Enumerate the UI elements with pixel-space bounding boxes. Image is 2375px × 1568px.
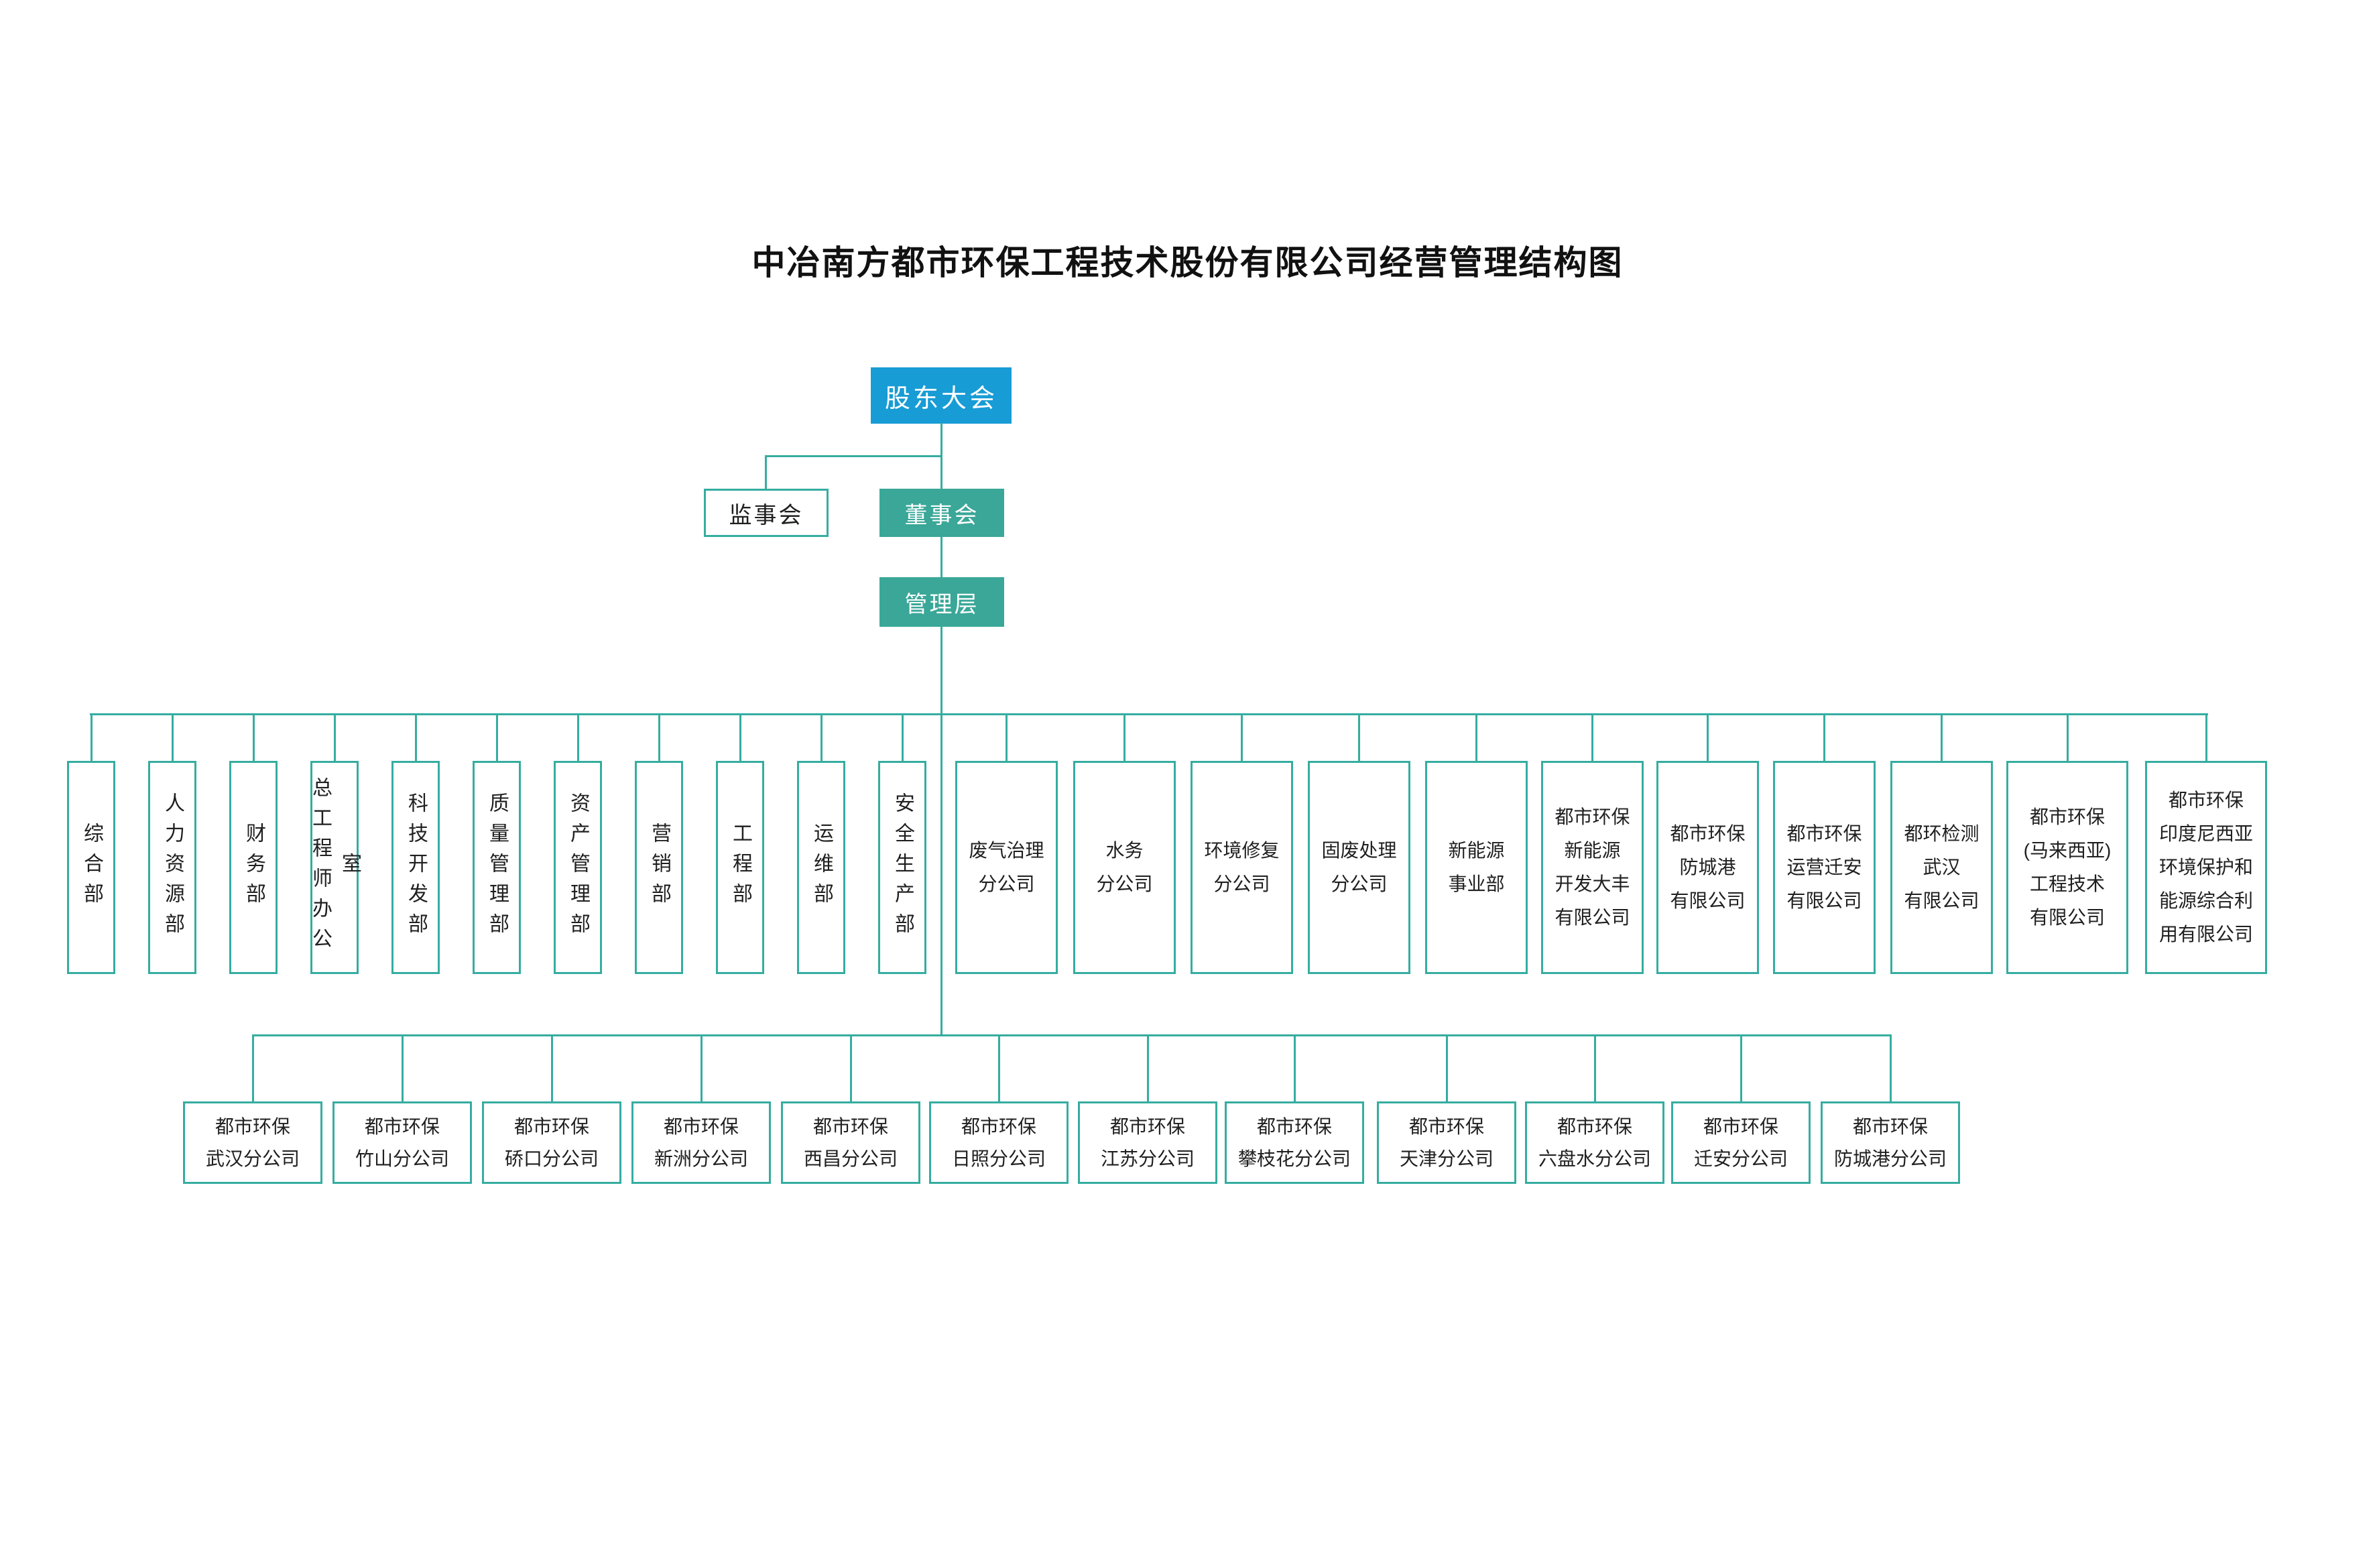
connector-line	[1294, 1034, 1296, 1101]
division-box-dafeng: 都市环保 新能源 开发大丰 有限公司	[1541, 761, 1644, 974]
division-box-new-energy: 新能源 事业部	[1425, 761, 1528, 974]
branch-box-rizhao: 都市环保 日照分公司	[929, 1101, 1069, 1184]
connector-line	[1591, 713, 1593, 761]
box-supervisory-board: 监事会	[704, 489, 829, 537]
division-box-fangchenggang: 都市环保 防城港 有限公司	[1656, 761, 1759, 974]
branch-box-qiaokou: 都市环保 硚口分公司	[482, 1101, 621, 1184]
division-box-duhuan-testing: 都环检测 武汉 有限公司	[1890, 761, 1993, 974]
dept-box-safety-production: 安全生产部	[878, 761, 926, 974]
branch-box-qianan: 都市环保 迁安分公司	[1671, 1101, 1811, 1184]
connector-line	[252, 1034, 254, 1101]
connector-line	[1475, 713, 1477, 761]
connector-line	[765, 455, 767, 489]
dept-box-finance: 财务部	[229, 761, 278, 974]
dept-box-human-resources: 人力资源部	[148, 761, 196, 974]
division-box-solid-waste: 固废处理 分公司	[1308, 761, 1410, 974]
connector-line	[940, 537, 942, 577]
connector-line	[1123, 713, 1125, 761]
connector-line	[1241, 713, 1243, 761]
connector-line	[701, 1034, 703, 1101]
connector-line	[551, 1034, 553, 1101]
connector-line	[1890, 1034, 1892, 1101]
dept-box-quality-management: 质量管理部	[473, 761, 521, 974]
connector-line	[820, 713, 823, 761]
connector-line	[1707, 713, 1709, 761]
connector-line	[90, 713, 2208, 715]
dept-box-tech-development: 科技开发部	[391, 761, 440, 974]
branch-box-fangchenggang: 都市环保 防城港分公司	[1821, 1101, 1960, 1184]
connector-line	[172, 713, 174, 761]
branch-box-wuhan: 都市环保 武汉分公司	[183, 1101, 322, 1184]
connector-line	[402, 1034, 404, 1101]
dept-box-marketing: 营销部	[635, 761, 683, 974]
connector-line	[1006, 713, 1008, 761]
connector-line	[1147, 1034, 1149, 1101]
connector-line	[1358, 713, 1360, 761]
page-title: 中冶南方都市环保工程技术股份有限公司经营管理结构图	[751, 244, 1624, 282]
branch-box-tianjin: 都市环保 天津分公司	[1377, 1101, 1516, 1184]
connector-line	[334, 713, 336, 761]
branch-box-jiangsu: 都市环保 江苏分公司	[1078, 1101, 1217, 1184]
connector-line	[902, 713, 904, 761]
connector-line	[2205, 713, 2207, 761]
division-box-qianan-operation: 都市环保 运营迁安 有限公司	[1773, 761, 1876, 974]
connector-line	[496, 713, 498, 761]
branch-box-xinzhou: 都市环保 新洲分公司	[631, 1101, 771, 1184]
connector-line	[253, 713, 255, 761]
branch-box-panzhihua: 都市环保 攀枝花分公司	[1225, 1101, 1364, 1184]
dept-box-operations-maintenance: 运维部	[797, 761, 845, 974]
division-box-indonesia: 都市环保 印度尼西亚 环境保护和 能源综合利 用有限公司	[2145, 761, 2267, 974]
connector-line	[252, 1034, 1892, 1036]
connector-line	[998, 1034, 1000, 1101]
connector-line	[2067, 713, 2069, 761]
connector-line	[739, 713, 741, 761]
dept-box-general: 综合部	[67, 761, 115, 974]
connector-line	[577, 713, 579, 761]
connector-line	[1823, 713, 1825, 761]
box-shareholders-meeting: 股东大会	[871, 367, 1012, 424]
connector-line	[850, 1034, 852, 1101]
connector-line	[940, 713, 942, 1036]
connector-line	[1446, 1034, 1448, 1101]
connector-line	[940, 626, 942, 715]
connector-line	[658, 713, 660, 761]
connector-line	[415, 713, 417, 761]
branch-box-liupanshui: 都市环保 六盘水分公司	[1525, 1101, 1664, 1184]
dept-box-chief-engineer-office: 总工程师办公室	[309, 761, 361, 974]
connector-line	[90, 713, 93, 761]
division-box-malaysia: 都市环保 (马来西亚) 工程技术 有限公司	[2006, 761, 2128, 974]
box-management-layer: 管理层	[879, 577, 1004, 627]
division-box-water: 水务 分公司	[1073, 761, 1176, 974]
branch-box-zhushan: 都市环保 竹山分公司	[332, 1101, 472, 1184]
branch-box-xichang: 都市环保 西昌分公司	[781, 1101, 920, 1184]
connector-line	[1740, 1034, 1742, 1101]
division-box-env-remediation: 环境修复 分公司	[1191, 761, 1293, 974]
connector-line	[765, 455, 942, 457]
connector-line	[1941, 713, 1943, 761]
connector-line	[1594, 1034, 1596, 1101]
division-box-waste-gas: 废气治理 分公司	[955, 761, 1058, 974]
box-board-of-directors: 董事会	[879, 489, 1004, 537]
dept-box-asset-management: 资产管理部	[554, 761, 602, 974]
dept-box-engineering: 工程部	[716, 761, 764, 974]
